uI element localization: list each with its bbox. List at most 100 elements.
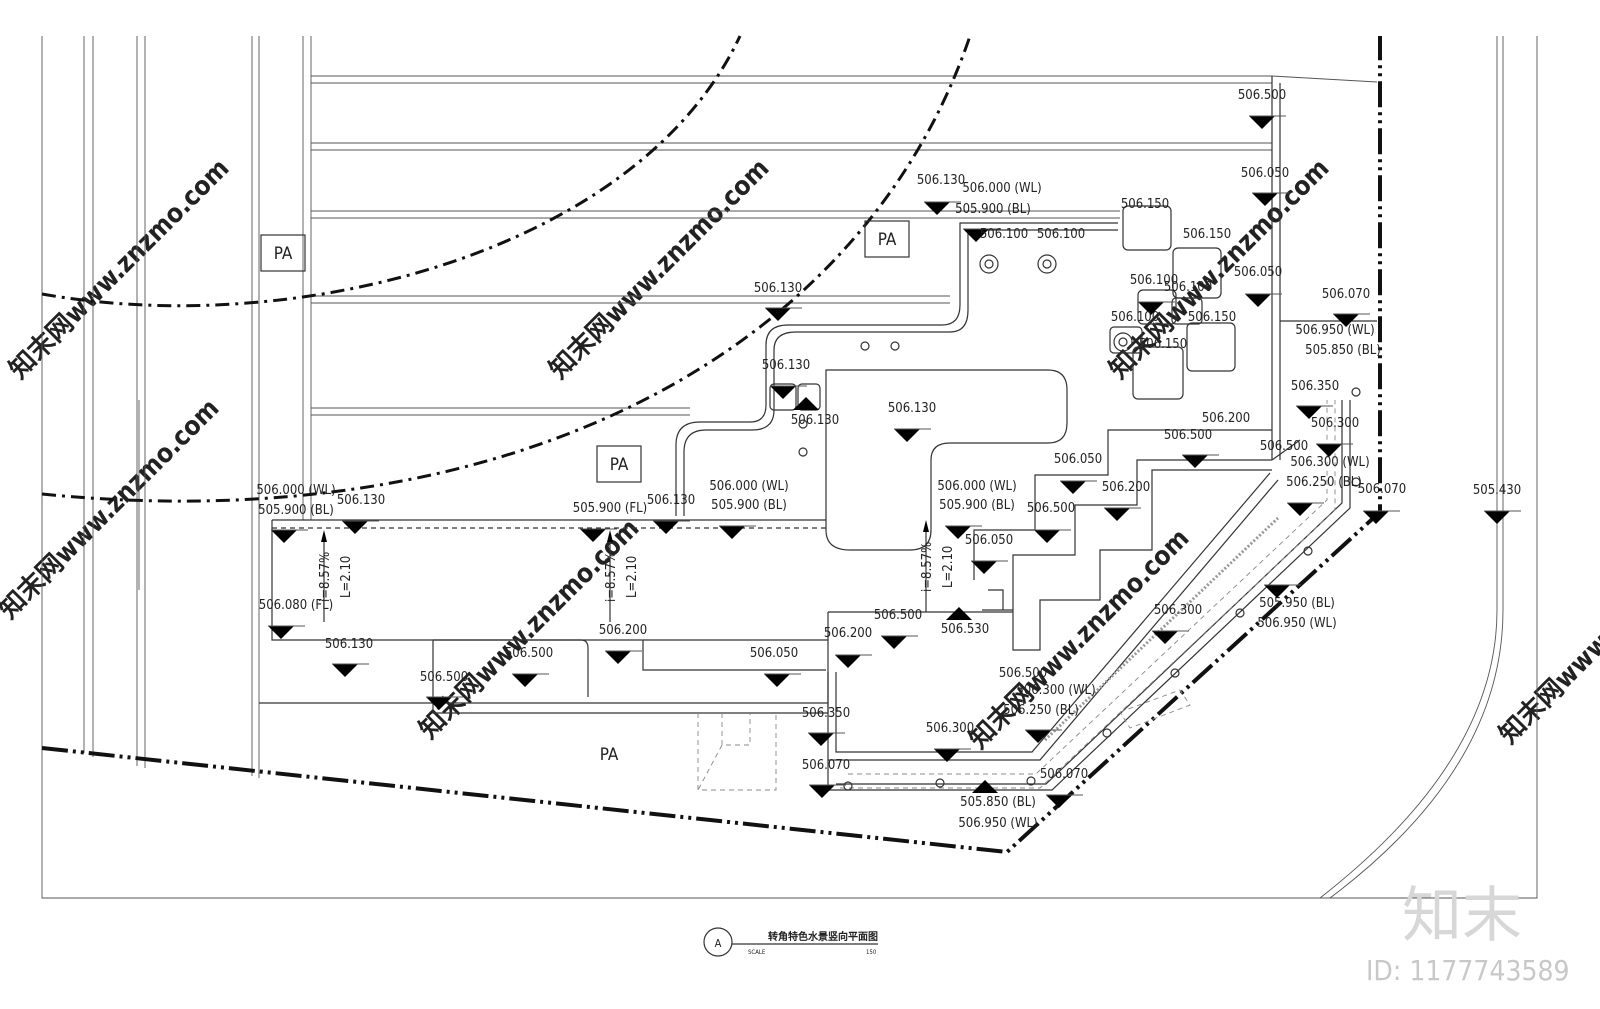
level-marker <box>934 749 960 762</box>
level-label: 506.070 <box>802 758 850 773</box>
level-marker <box>764 674 790 687</box>
level-label: 506.000 (WL) <box>256 483 335 498</box>
level-marker <box>268 626 294 639</box>
level-label: 506.300 <box>926 721 974 736</box>
level-marker <box>512 674 538 687</box>
level-marker <box>1296 406 1322 419</box>
level-marker <box>1182 455 1208 468</box>
level-label: 506.150 <box>1188 310 1236 325</box>
level-marker <box>971 561 997 574</box>
level-label: 506.000 (WL) <box>937 479 1016 494</box>
slope-annotation: i=8.57% L=2.10 <box>920 520 956 612</box>
watermark-text: 知末网www.znzmo.com <box>544 153 776 385</box>
pa-label: PA <box>274 244 293 264</box>
level-marker <box>1138 302 1164 315</box>
level-marker <box>1060 481 1086 494</box>
level-label: 506.530 <box>941 622 989 637</box>
level-label: 506.500 <box>1164 428 1212 443</box>
level-label: 506.050 <box>750 646 798 661</box>
level-label: 506.130 <box>762 358 810 373</box>
setback-arcs <box>41 35 972 503</box>
level-label: 505.850 (BL) <box>1305 343 1381 358</box>
pa-label: PA <box>600 745 619 765</box>
watermark-text: 知末网www.znzmo.com <box>0 393 225 625</box>
level-marker <box>770 386 796 399</box>
level-label: 506.070 <box>1358 482 1406 497</box>
id-watermark: ID: 1177743589 <box>1366 954 1570 987</box>
level-marker <box>946 607 972 620</box>
level-marker <box>1287 503 1313 516</box>
pa-box <box>864 220 910 258</box>
right-curb <box>1319 36 1504 899</box>
level-marker <box>808 733 834 746</box>
level-marker <box>271 530 297 543</box>
slope-length: L=2.10 <box>941 546 956 588</box>
level-marker <box>972 780 998 793</box>
level-label: 506.950 (WL) <box>958 816 1037 831</box>
level-label: 506.130 <box>917 173 965 188</box>
level-marker <box>1046 795 1072 808</box>
drawing-frame <box>41 36 1538 899</box>
level-marker <box>881 636 907 649</box>
level-marker <box>1333 314 1359 327</box>
level-label: 506.950 (WL) <box>1295 323 1374 338</box>
level-label: 505.900 (BL) <box>258 503 334 518</box>
level-marker <box>580 529 606 542</box>
level-label: 506.070 <box>1322 287 1370 302</box>
slope-length: L=2.10 <box>625 556 640 598</box>
level-label: 506.250 (BL) <box>1286 475 1362 490</box>
level-marker <box>1249 116 1275 129</box>
level-marker <box>1152 631 1178 644</box>
level-marker <box>1252 193 1278 206</box>
level-marker <box>1245 294 1271 307</box>
level-marker <box>945 526 971 539</box>
level-label: 506.100 <box>1130 273 1178 288</box>
level-label: 506.130 <box>888 401 936 416</box>
stepping-stones <box>769 205 1236 411</box>
level-marker <box>426 697 452 710</box>
watermark-text: 知末网www.znzmo.com <box>1494 518 1600 750</box>
slope-length: L=2.10 <box>339 556 354 598</box>
level-label: 506.130 <box>754 281 802 296</box>
level-marker <box>653 521 679 534</box>
level-marker <box>924 202 950 215</box>
level-marker <box>963 229 989 242</box>
level-marker <box>1363 511 1389 524</box>
level-label: 506.350 <box>802 706 850 721</box>
level-label: 506.300 (WL) <box>1290 455 1369 470</box>
level-label: 506.200 <box>824 626 872 641</box>
level-label: 506.130 <box>325 637 373 652</box>
level-label: 506.130 <box>337 493 385 508</box>
level-marker <box>342 521 368 534</box>
level-label: 506.130 <box>647 493 695 508</box>
level-label: 505.900 (BL) <box>711 498 787 513</box>
level-label: 506.500 <box>505 646 553 661</box>
level-label: 505.900 (FL) <box>573 501 647 516</box>
level-label: 506.500 <box>999 666 1047 681</box>
level-marker <box>835 655 861 668</box>
level-label: 506.080 (FL) <box>259 598 333 613</box>
slope-grade: i=8.57% <box>920 542 935 592</box>
level-label: 506.050 <box>1234 265 1282 280</box>
level-label: 506.950 (WL) <box>1257 616 1336 631</box>
level-label: 506.200 <box>599 623 647 638</box>
slope-annotation: i=8.57%L=2.10 <box>318 530 354 622</box>
level-label: 506.100 <box>1164 280 1212 295</box>
level-label: 506.050 <box>1054 452 1102 467</box>
level-label: 506.500 <box>1027 501 1075 516</box>
level-marker <box>605 651 631 664</box>
slope-annotation: i=8.57% L=2.10 <box>604 530 640 622</box>
level-marker <box>809 785 835 798</box>
slope-grade: i=8.57% <box>604 552 619 602</box>
level-marker <box>332 664 358 677</box>
level-label: 506.300 (WL) <box>1016 683 1095 698</box>
drawing-title: 转角特色水景竖向平面图 <box>768 930 878 943</box>
level-label: 506.000 (WL) <box>709 479 788 494</box>
level-marker <box>1316 444 1342 457</box>
title-block: A 转角特色水景竖向平面图 SCALE 150 <box>703 927 878 957</box>
level-marker <box>1264 585 1290 598</box>
